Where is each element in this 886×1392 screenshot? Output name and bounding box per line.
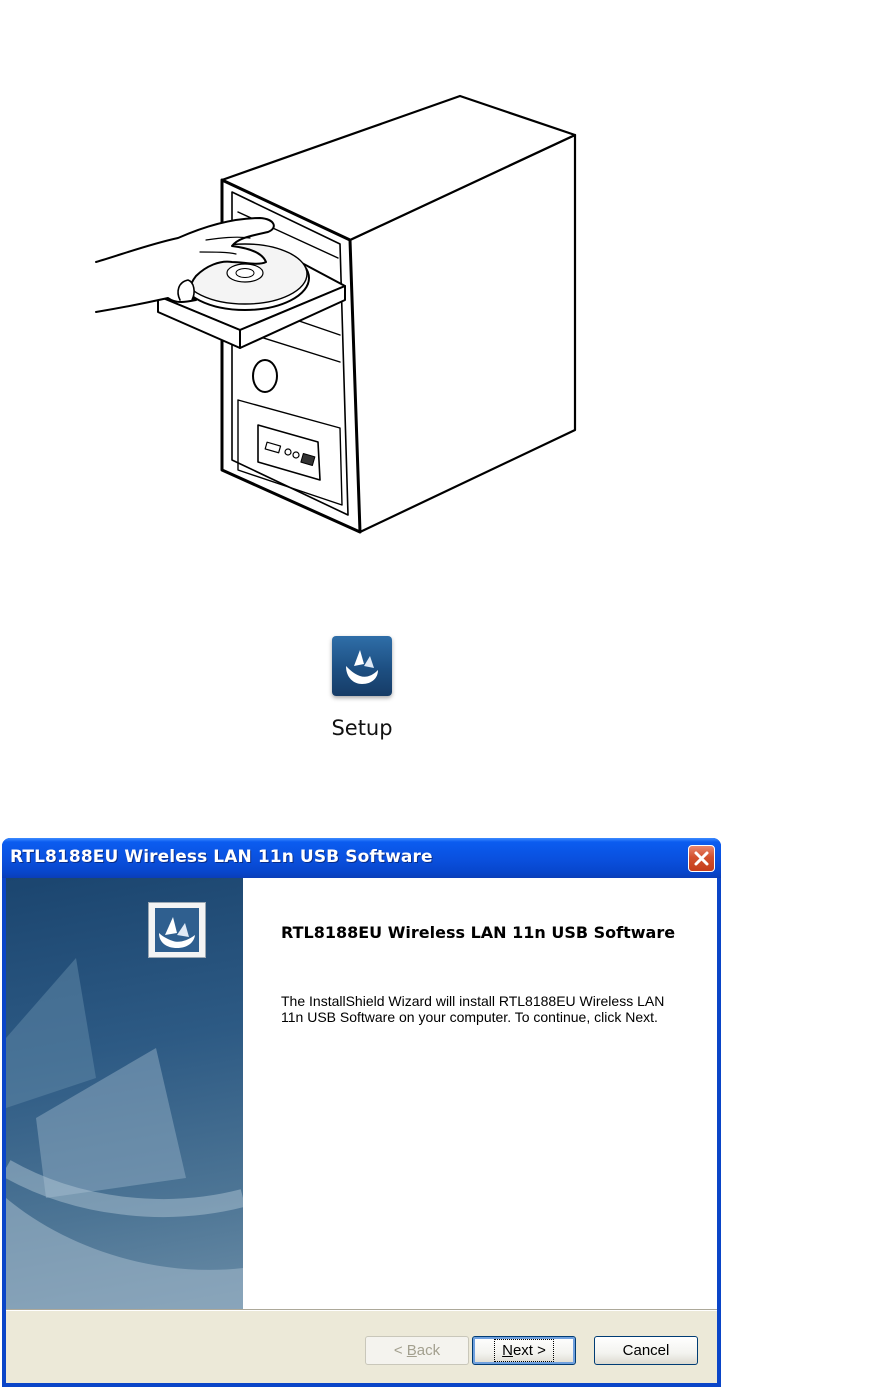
cd-insert-illustration: [80, 80, 600, 550]
next-button[interactable]: Next >: [472, 1336, 576, 1365]
button-separator: [6, 1309, 717, 1311]
wizard-side-panel: [6, 878, 243, 1309]
title-bar[interactable]: RTL8188EU Wireless LAN 11n USB Software: [2, 838, 721, 878]
back-button[interactable]: < Back: [365, 1336, 469, 1365]
installshield-wizard-window: RTL8188EU Wireless LAN 11n USB Software: [2, 838, 721, 1387]
setup-label: Setup: [322, 716, 402, 740]
setup-shortcut[interactable]: Setup: [322, 636, 402, 740]
dialog-client-area: RTL8188EU Wireless LAN 11n USB Software …: [6, 878, 717, 1383]
window-title: RTL8188EU Wireless LAN 11n USB Software: [10, 847, 433, 867]
side-panel-artwork: [6, 878, 243, 1309]
wizard-heading: RTL8188EU Wireless LAN 11n USB Software: [281, 923, 675, 942]
installshield-logo-icon: [148, 902, 206, 958]
close-icon: [689, 846, 714, 871]
close-button[interactable]: [688, 845, 715, 872]
wizard-description: The InstallShield Wizard will install RT…: [281, 993, 681, 1025]
cancel-button[interactable]: Cancel: [594, 1336, 698, 1365]
installer-icon: [332, 636, 392, 696]
wizard-content: RTL8188EU Wireless LAN 11n USB Software …: [243, 878, 717, 1309]
